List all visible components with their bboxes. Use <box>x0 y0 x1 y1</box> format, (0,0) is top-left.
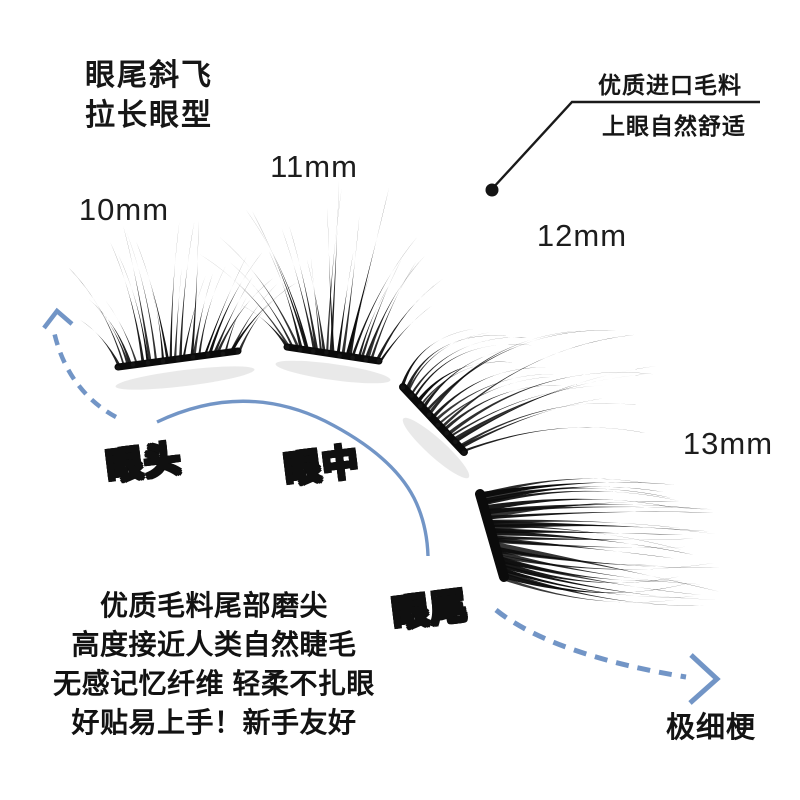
callout-pointer-dot <box>485 183 499 197</box>
lash-cluster-11mm <box>199 180 444 384</box>
callout-bottom-text: 上眼自然舒适 <box>602 113 746 139</box>
feature-line: 高度接近人类自然睫毛 <box>71 629 357 660</box>
lash-cluster-10mm <box>68 220 297 390</box>
lash-cluster-13mm <box>475 478 722 606</box>
feature-line: 好贴易上手！新手友好 <box>71 707 357 738</box>
stem-note: 极细梗 <box>665 712 756 744</box>
feature-text-block: 优质毛料尾部磨尖 高度接近人类自然睫毛 无感记忆纤维 轻柔不扎眼 好贴易上手！新… <box>28 586 400 742</box>
headline-line2: 拉长眼型 <box>85 99 213 132</box>
feature-line: 无感记忆纤维 轻柔不扎眼 <box>53 668 375 699</box>
size-label-11mm: 11mm <box>270 149 358 184</box>
arrowhead-up-icon <box>42 307 74 330</box>
lash-clusters <box>68 180 722 606</box>
headline: 眼尾斜飞 拉长眼型 <box>58 56 240 136</box>
dashed-arrow-right <box>494 608 687 680</box>
callout-pointer-line <box>491 100 760 190</box>
size-label-12mm: 12mm <box>536 218 628 253</box>
size-label-10mm: 10mm <box>78 192 170 227</box>
arrowhead-right-icon <box>688 653 721 705</box>
feature-line: 优质毛料尾部磨尖 <box>99 590 328 621</box>
lash-cluster-12mm <box>399 328 657 479</box>
dashed-arrow-left <box>50 326 118 419</box>
size-label-13mm: 13mm <box>682 426 774 461</box>
headline-line1: 眼尾斜飞 <box>85 59 213 92</box>
flow-arc <box>156 399 430 557</box>
callout-top-text: 优质进口毛料 <box>598 72 742 98</box>
flow-annotations <box>42 307 721 705</box>
